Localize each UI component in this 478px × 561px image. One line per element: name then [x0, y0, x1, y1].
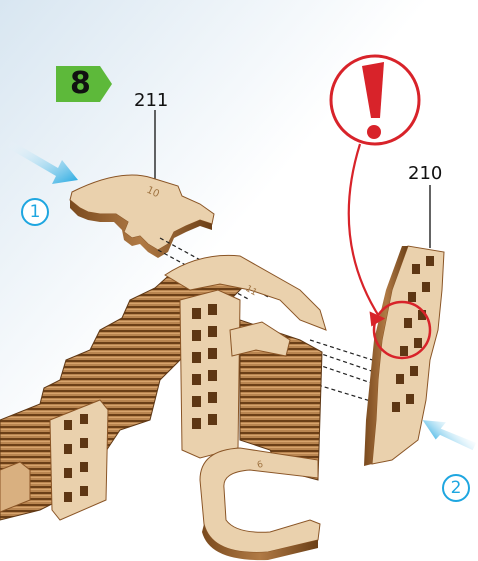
- callout-1: 1: [21, 198, 49, 226]
- part-label-210: 210: [408, 163, 442, 184]
- part-label-211: 211: [134, 90, 168, 111]
- step-number: 8: [70, 66, 91, 101]
- callout-2: 2: [442, 474, 470, 502]
